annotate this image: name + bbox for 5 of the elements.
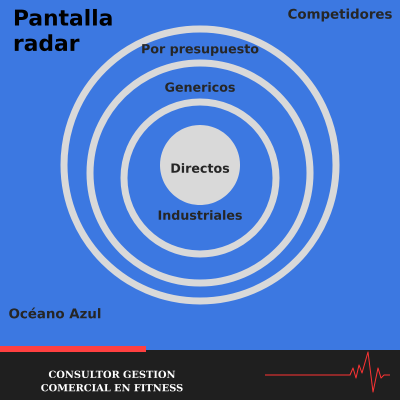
title: Pantalla radar: [14, 8, 112, 52]
area-label: Competidores: [288, 8, 392, 22]
area-label: Océano Azul: [9, 308, 100, 318]
center-disk: Directos: [160, 125, 240, 205]
tagline: CONSULTOR GESTION COMERCIAL EN FITNESS: [41, 370, 183, 392]
